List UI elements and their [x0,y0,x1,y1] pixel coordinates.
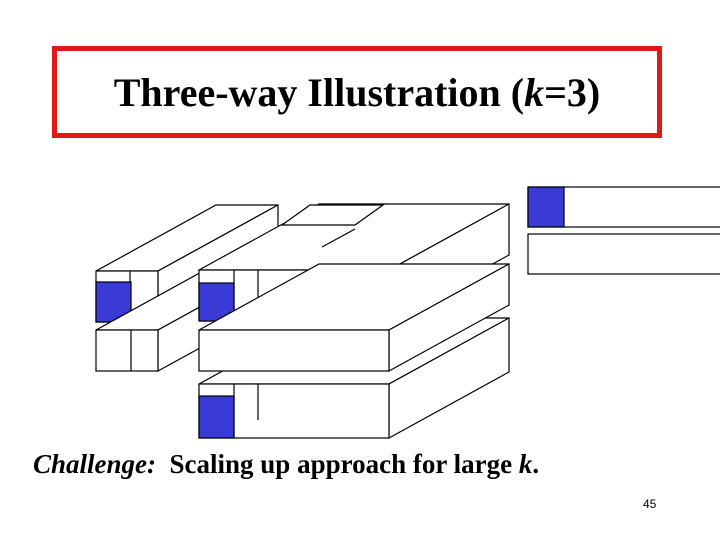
challenge-text: Scaling up approach for large [169,449,519,479]
title-box: Three-way Illustration (k=3) [52,46,662,138]
challenge-k: k [518,449,533,479]
title-k: k [524,69,545,115]
middle-slab-middle [198,262,510,373]
challenge-end: . [532,449,540,479]
slide-title: Three-way Illustration (k=3) [114,69,600,116]
title-suffix: =3) [544,69,601,115]
highlight-cell-lower [198,395,235,439]
right-bar-top [527,186,720,228]
right-bar-bottom [527,233,720,275]
page-number: 45 [643,497,657,511]
title-prefix: Three-way Illustration ( [113,69,525,115]
challenge-label: Challenge: [33,449,157,479]
challenge-caption: Challenge: Scaling up approach for large… [33,449,539,480]
highlight-cell-right [527,186,565,228]
